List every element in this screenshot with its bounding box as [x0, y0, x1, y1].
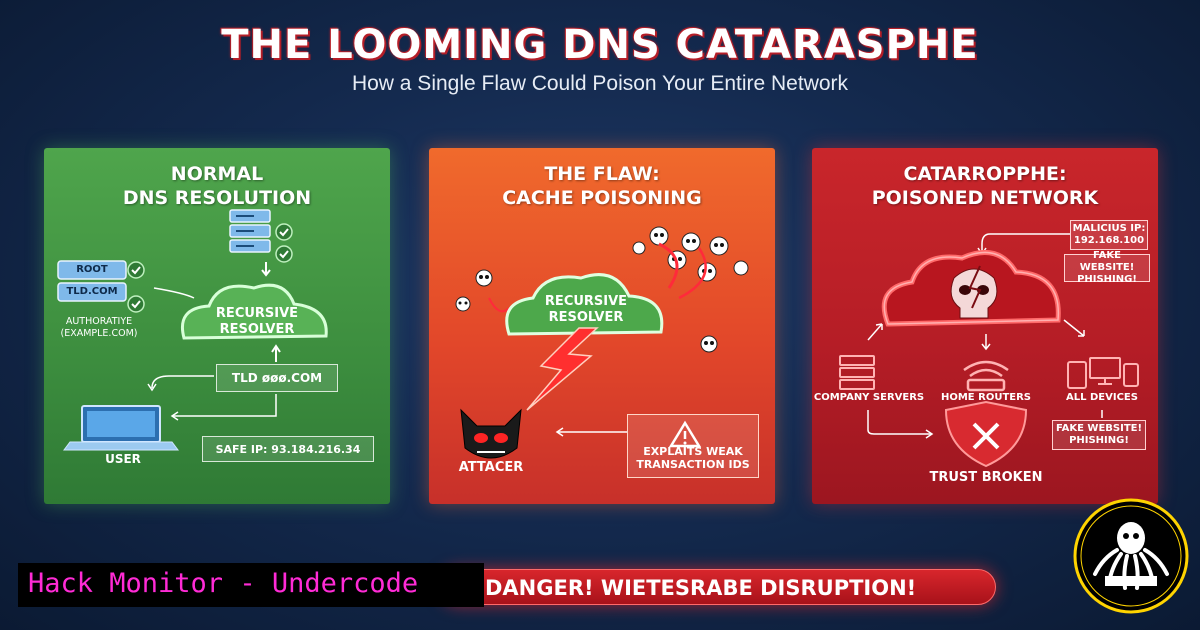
shield-x-icon — [944, 400, 1028, 468]
recursive-resolver-label-line1: RECURSIVE — [215, 306, 299, 321]
root-label: ROOT — [76, 264, 108, 275]
tld-label: TLD.COM — [66, 286, 118, 297]
page-subtitle: How a Single Flaw Could Poison Your Enti… — [351, 72, 849, 95]
malicious-ip-line2: 192.168.100 — [1073, 235, 1145, 246]
recursive-resolver-label: RECURSIVE RESOLVER — [521, 294, 651, 326]
panel-flaw-title-line1: THE FLAW: — [544, 163, 660, 185]
company-servers-label: COMPANY SERVERS — [813, 392, 925, 403]
trust-broken-label: TRUST BROKEN — [929, 470, 1043, 485]
recursive-resolver-label-line2: RESOLVER — [219, 322, 295, 337]
panel-catastrophe-title-line2: POISONED NETWORK — [871, 187, 1099, 209]
panel-flaw-title: THE FLAW: CACHE POISONING — [429, 162, 775, 210]
fake-website-top-line1: FAKE WEBSITE! — [1079, 250, 1135, 273]
panel-normal-graphics — [57, 209, 328, 451]
panel-flaw-graphics — [455, 226, 749, 459]
watermark-bar: Hack Monitor - Undercode — [18, 563, 484, 607]
page-title: THE LOOMING DNS CATARASPHE — [221, 22, 979, 68]
fake-website-bottom-line1: FAKE WEBSITE! — [1055, 423, 1143, 434]
user-label: USER — [105, 452, 141, 466]
panel-catastrophe-title-line1: CATARROPPHE: — [903, 163, 1067, 185]
exploit-box-line1: EXPLAITS WEAK — [643, 445, 743, 458]
exploit-box: EXPLAITS WEAK TRANSACTION IDS — [627, 414, 759, 478]
panel-poisoned-network: CATARROPPHE: POISONED NETWORK — [812, 148, 1158, 504]
flaw-resolver-label-line1: RECURSIVE — [544, 294, 628, 309]
panel-catastrophe-graphics — [839, 233, 1139, 468]
attacker-label: ATTACER — [458, 460, 524, 475]
recursive-resolver-label: RECURSIVE RESOLVER — [194, 306, 320, 338]
panel-normal-title: NORMAL DNS RESOLUTION — [44, 162, 390, 210]
panel-normal-dns: NORMAL DNS RESOLUTION — [44, 148, 390, 504]
panel-normal-title-line1: NORMAL — [170, 163, 264, 185]
fake-website-top-line2: PHISHING! — [1077, 274, 1137, 285]
fake-website-top-box: FAKE WEBSITE! PHISHING! — [1064, 250, 1150, 285]
skull-icon — [950, 265, 998, 319]
all-devices-label: ALL DEVICES — [1066, 392, 1138, 403]
tld-box: TLD øøø.COM — [216, 364, 338, 392]
panel-cache-poisoning: THE FLAW: CACHE POISONING — [429, 148, 775, 504]
authoritative-label-line1: AUTHORATIYE — [65, 316, 133, 327]
fake-website-bottom-line2: PHISHING! — [1069, 435, 1129, 446]
panel-flaw-title-line2: CACHE POISONING — [502, 187, 702, 209]
laptop-icon — [63, 405, 179, 451]
check-icon — [127, 261, 145, 313]
wifi-icon — [963, 360, 1009, 392]
server-icon — [839, 355, 875, 390]
authoritative-label-line2: (EXAMPLE.COM) — [60, 328, 138, 339]
safe-ip-box: SAFE IP: 93.184.216.34 — [202, 436, 374, 462]
authoritative-label: AUTHORATIYE (EXAMPLE.COM) — [44, 316, 154, 340]
octopus-logo-icon — [1073, 498, 1189, 614]
warning-icon — [668, 420, 702, 448]
home-routers-label: HOME ROUTERS — [940, 392, 1031, 403]
exploit-box-line2: TRANSACTION IDS — [636, 458, 750, 471]
fake-website-bottom-box: FAKE WEBSITE! PHISHING! — [1052, 420, 1146, 450]
cloud-icon — [505, 273, 664, 336]
malicious-ip-box: MALICIUS IP: 192.168.100 — [1070, 220, 1148, 250]
panel-catastrophe-title: CATARROPPHE: POISONED NETWORK — [812, 162, 1158, 210]
cloud-icon — [181, 283, 328, 340]
laptop-icon — [1067, 357, 1139, 389]
server-icon — [229, 209, 271, 253]
skull-icon — [460, 408, 522, 459]
check-icon — [275, 223, 293, 263]
panel-normal-title-line2: DNS RESOLUTION — [122, 187, 312, 209]
server-icon — [57, 260, 127, 302]
danger-banner-text: DANGER! WIETESRABE DISRUPTION! — [485, 576, 917, 600]
malicious-ip-line1: MALICIUS IP: — [1072, 223, 1146, 234]
flaw-resolver-label-line2: RESOLVER — [548, 310, 624, 325]
lightning-icon — [526, 327, 599, 411]
watermark-text: Hack Monitor - Undercode — [28, 568, 419, 599]
danger-banner: DANGER! WIETESRABE DISRUPTION! — [440, 569, 996, 605]
